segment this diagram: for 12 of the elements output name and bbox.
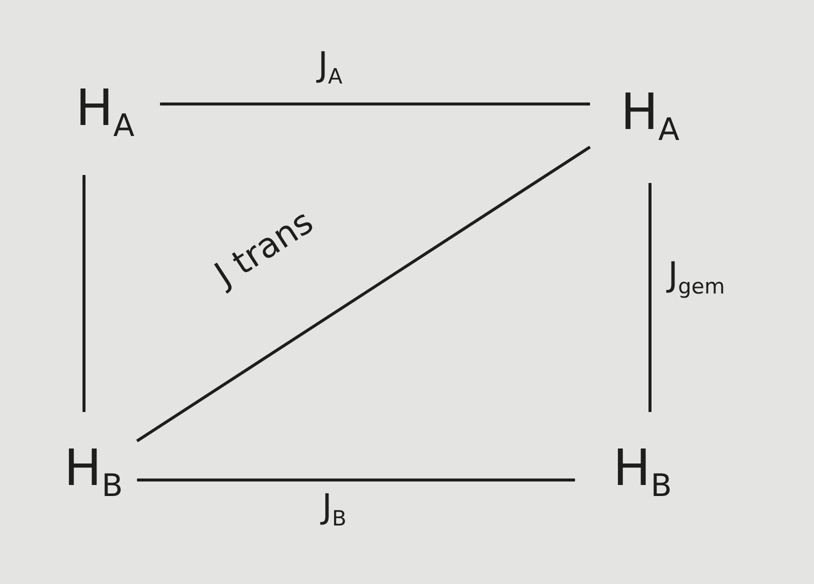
coupling-line xyxy=(82,175,86,412)
coupling-line xyxy=(137,478,575,482)
edge-label: J$_{A}$ xyxy=(318,48,342,86)
proton-label: H$_{A}$ xyxy=(620,87,680,146)
edge-label: J$_{gem}$ xyxy=(668,258,725,296)
coupling-line xyxy=(136,146,591,442)
proton-label: H$_{B}$ xyxy=(64,442,123,502)
coupling-line xyxy=(648,183,652,412)
edge-label: J$_{B}$ xyxy=(322,490,346,528)
coupling-line xyxy=(160,102,590,106)
proton-label: H$_{B}$ xyxy=(613,442,672,502)
proton-label: H$_{A}$ xyxy=(76,83,134,142)
